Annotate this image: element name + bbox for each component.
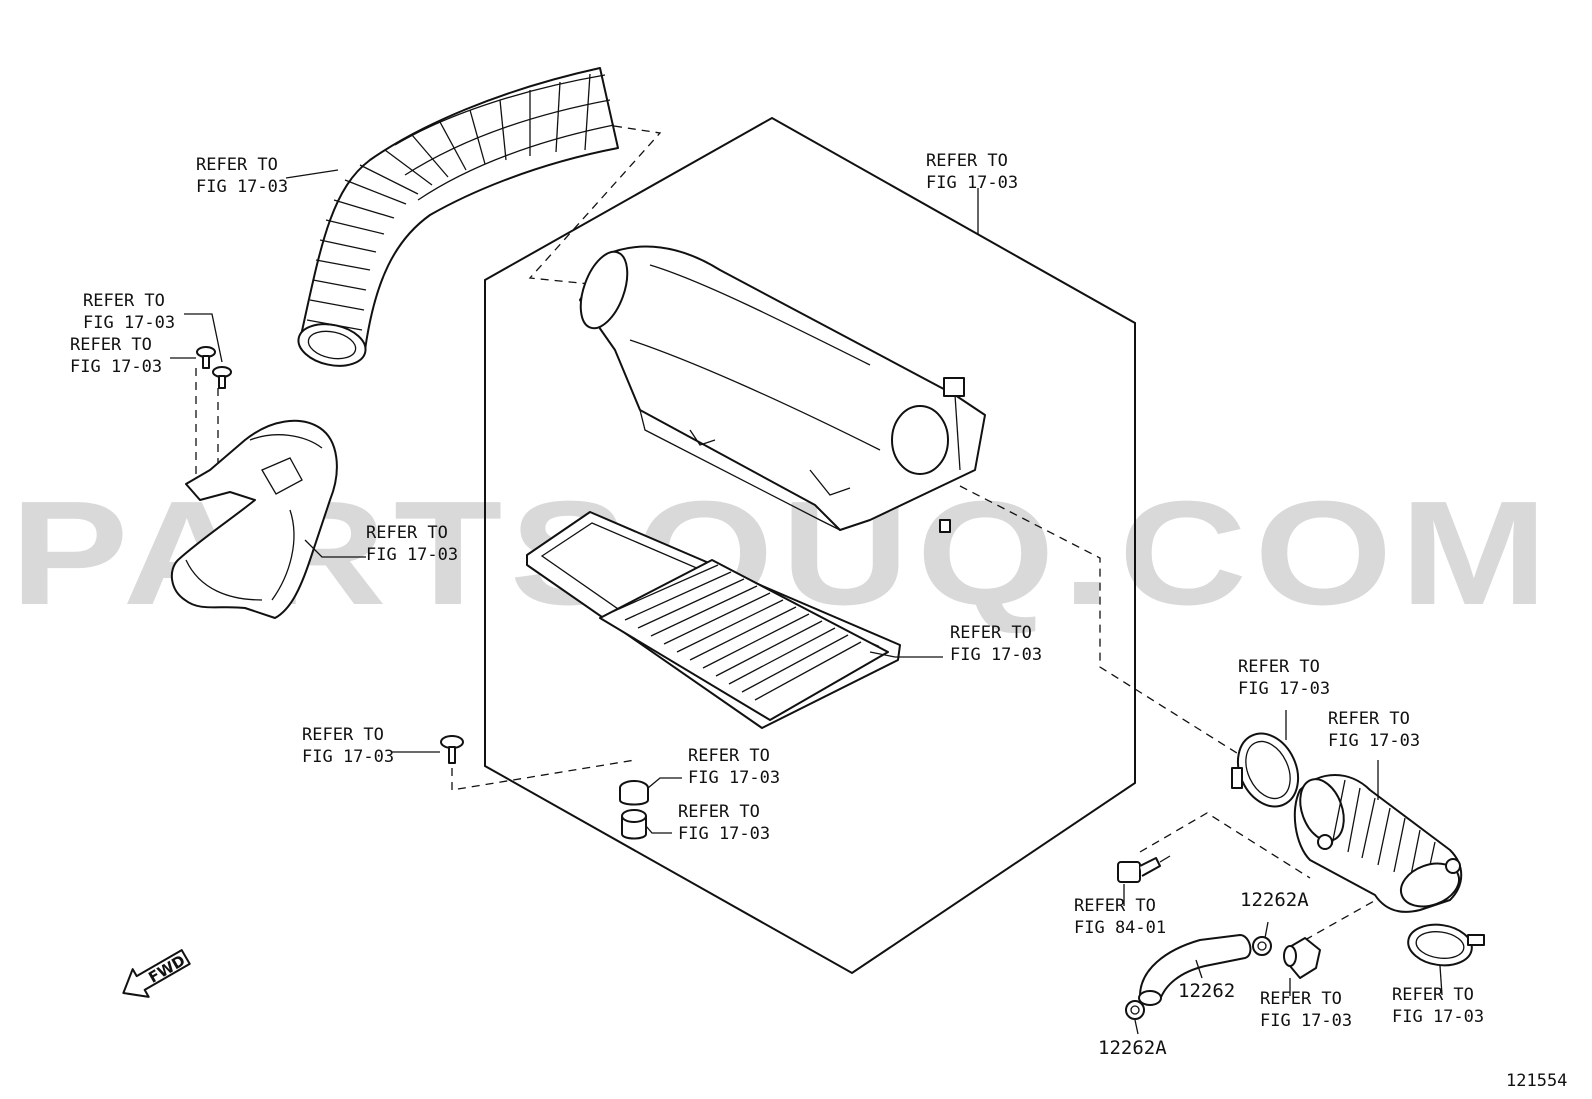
- leader-lines: [170, 169, 1443, 1035]
- bolt-upper-part: [196, 346, 216, 369]
- fwd-label: FWD: [145, 951, 188, 986]
- part-number-clip-lower: 12262A: [1098, 1037, 1167, 1059]
- callout-grommet-line2: FIG 17-03: [688, 768, 780, 788]
- bolt-lower-part: [212, 366, 232, 389]
- fwd-arrow-icon: FWD: [122, 949, 191, 998]
- callout-bolt-upper-line2: FIG 17-03: [83, 313, 175, 333]
- callout-clamp-lower-line2: FIG 17-03: [1392, 1007, 1484, 1027]
- callout-air-hose-line1: REFER TO: [1328, 709, 1410, 729]
- callout-bolt-upper-line1: REFER TO: [83, 291, 165, 311]
- callout-filter-element-line2: FIG 17-03: [950, 645, 1042, 665]
- collar-part: [621, 809, 647, 840]
- callout-clamp-upper-line2: FIG 17-03: [1238, 679, 1330, 699]
- figure-number: 121554: [1506, 1071, 1567, 1091]
- inlet-hose-part: [297, 67, 619, 367]
- callout-filter-element-line1: REFER TO: [950, 623, 1032, 643]
- callout-screw-line2: FIG 17-03: [302, 747, 394, 767]
- dashed-guides: [195, 125, 1391, 941]
- intake-duct-part: [170, 419, 338, 619]
- elbow-part: [1283, 937, 1321, 979]
- screw-part: [440, 735, 464, 764]
- clamp-lower-part: [1407, 923, 1485, 967]
- filter-element-part: [526, 511, 901, 729]
- air-cleaner-cap-part: [579, 245, 986, 533]
- callout-inlet-hose-line1: REFER TO: [196, 155, 278, 175]
- hose-12262-part: [1138, 934, 1252, 1006]
- callout-elbow-line2: FIG 17-03: [1260, 1011, 1352, 1031]
- part-number-hose: 12262: [1178, 980, 1235, 1002]
- callout-grommet-line1: REFER TO: [688, 746, 770, 766]
- callout-screw-line1: REFER TO: [302, 725, 384, 745]
- callout-air-cleaner-assy-line2: FIG 17-03: [926, 173, 1018, 193]
- callout-intake-duct-line2: FIG 17-03: [366, 545, 458, 565]
- callout-clamp-upper-line1: REFER TO: [1238, 657, 1320, 677]
- grommet-part: [619, 780, 649, 806]
- callout-sensor-line2: FIG 84-01: [1074, 918, 1166, 938]
- clip-upper-part: [1252, 936, 1272, 956]
- assembly-boundary: [484, 116, 1136, 975]
- callout-intake-duct-line1: REFER TO: [366, 523, 448, 543]
- callout-collar-line2: FIG 17-03: [678, 824, 770, 844]
- sensor-part: [1117, 855, 1171, 883]
- callout-collar-line1: REFER TO: [678, 802, 760, 822]
- callout-sensor-line1: REFER TO: [1074, 896, 1156, 916]
- callout-inlet-hose-line2: FIG 17-03: [196, 177, 288, 197]
- clamp-upper-part: [1231, 732, 1300, 808]
- part-number-clip-upper: 12262A: [1240, 889, 1309, 911]
- clip-lower-part: [1125, 1000, 1145, 1020]
- callout-bolt-lower-line1: REFER TO: [70, 335, 152, 355]
- callout-elbow-line1: REFER TO: [1260, 989, 1342, 1009]
- callout-air-cleaner-assy-line1: REFER TO: [926, 151, 1008, 171]
- air-hose-part: [1293, 774, 1463, 913]
- callout-bolt-lower-line2: FIG 17-03: [70, 357, 162, 377]
- callout-labels: REFER TO FIG 17-03 REFER TO FIG 17-03 RE…: [70, 151, 1484, 1031]
- callout-clamp-lower-line1: REFER TO: [1392, 985, 1474, 1005]
- callout-air-hose-line2: FIG 17-03: [1328, 731, 1420, 751]
